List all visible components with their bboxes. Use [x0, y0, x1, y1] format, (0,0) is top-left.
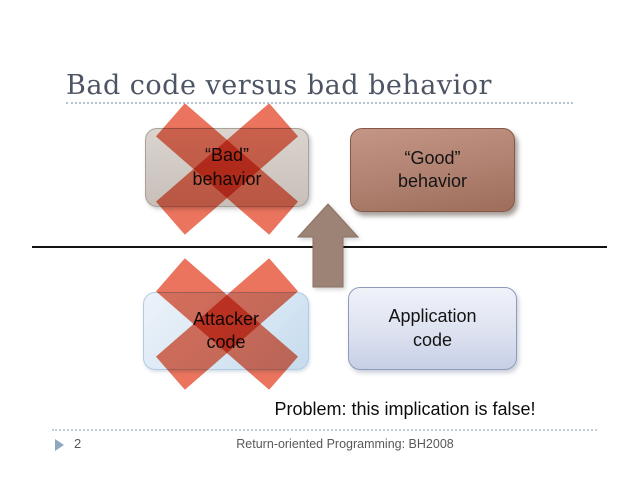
application-code-box: Application code: [348, 287, 517, 370]
good-behavior-label-line1: “Good”: [404, 147, 461, 168]
problem-note: Problem: this implication is false!: [274, 399, 536, 419]
application-code-label-line2: code: [412, 329, 453, 350]
footer-title: Return-oriented Programming: BH2008: [236, 437, 454, 451]
slide-bullet-icon: [55, 439, 64, 451]
application-code-label-line1: Application: [388, 306, 477, 327]
good-behavior-label-line2: behavior: [397, 171, 468, 191]
good-behavior-box: “Good” behavior: [350, 128, 515, 212]
title-dotted-rule: [66, 102, 573, 104]
up-arrow-icon: [296, 203, 360, 288]
page-title: Bad code versus bad behavior: [66, 70, 492, 101]
page-number: 2: [74, 436, 82, 451]
footer-dotted-rule: [52, 429, 597, 431]
